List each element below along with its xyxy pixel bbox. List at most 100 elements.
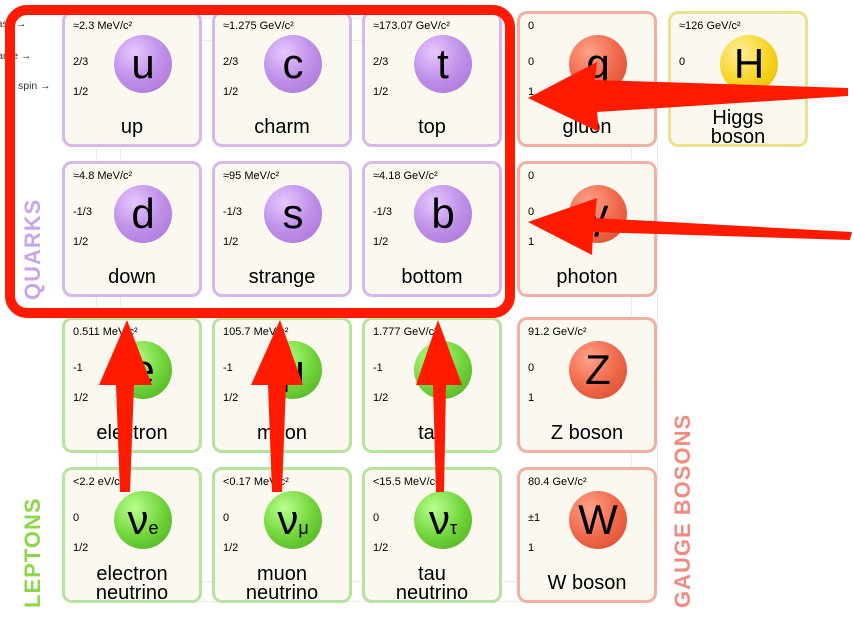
particle-card-bottom: ≈4.18 GeV/c² -1/3 1/2 b bottom [362,161,502,297]
particle-card-top: ≈173.07 GeV/c² 2/3 1/2 t top [362,11,502,147]
mass-value: 0 [528,170,535,182]
charge-value: 0 [223,512,230,524]
spin-row-label: spin → [18,80,51,92]
particle-name-line-1: muon [256,563,308,585]
particle-name-line-2: neutrino [245,582,319,604]
spin-value: 1/2 [373,392,389,404]
particle-name: charm [254,116,310,138]
charge-value: 0 [528,362,535,374]
particle-name: down [108,266,156,288]
spin-value: 1 [528,236,535,248]
spin-value: 1/2 [373,236,389,248]
particle-symbol: u [114,35,172,93]
arrow-up-right [416,320,462,492]
charge-value: -1 [373,362,383,374]
symbol-main: ν [277,496,299,543]
particle-name-line-2: neutrino [95,582,169,604]
mass-value: ≈2.3 MeV/c² [73,20,133,32]
particle-symbol: c [264,35,322,93]
charge-value: 2/3 [223,56,239,68]
charge-value: 2/3 [73,56,89,68]
spin-value: 1/2 [373,86,389,98]
spin-value: 1/2 [223,542,239,554]
particle-name: bottom [401,266,463,288]
particle-card-strange: ≈95 MeV/c² -1/3 1/2 s strange [212,161,352,297]
mass-value: <15.5 MeV/c² [373,476,439,488]
spin-value: 1/2 [223,236,239,248]
mass-value: ≈1.275 GeV/c² [223,20,294,32]
spin-value: 1/2 [73,236,89,248]
particle-symbol: t [414,35,472,93]
mass-value: 105.7 MeV/c² [223,326,289,338]
charge-value: 0 [528,56,535,68]
particle-symbol: H [720,35,778,93]
charge-value: 0 [73,512,80,524]
mass-value: 0 [528,20,535,32]
charge-value: 0 [679,56,686,68]
particle-name-line-2: boson [710,126,766,148]
quarks-highlight-box [5,5,515,318]
particle-name: top [418,116,446,138]
particle-card-z-boson: 91.2 GeV/c² 0 1 Z Z boson [517,317,657,453]
particle-card-down: ≈4.8 MeV/c² -1/3 1/2 d down [62,161,202,297]
particle-symbol: Z [569,341,627,399]
particle-symbol: b [414,185,472,243]
charge-value: 0 [528,206,535,218]
particle-card-w-boson: 80.4 GeV/c² ±1 1 W W boson [517,467,657,603]
mass-value: ≈173.07 GeV/c² [373,20,450,32]
particle-symbol: W [569,491,627,549]
particle-name: strange [248,266,316,288]
particle-name: Z boson [550,422,624,444]
particle-name: gluon [562,116,612,138]
mass-value: 91.2 GeV/c² [528,326,587,338]
charge-value: ±1 [528,512,541,524]
particle-name-line-2: neutrino [395,582,469,604]
charge-value: -1/3 [223,206,242,218]
particle-name-line-1: Higgs [712,107,764,129]
particle-card-up: ≈2.3 MeV/c² 2/3 1/2 u up [62,11,202,147]
mass-value: ≈4.8 MeV/c² [73,170,133,182]
particle-card-higgs: ≈126 GeV/c² 0 0 H Higgs boson [668,11,808,147]
mass-value: 1.777 GeV/c² [373,326,438,338]
arrow-right-middle [528,198,852,255]
arrow-up-left [99,320,152,492]
spin-value: 1 [528,86,535,98]
particle-card-charm: ≈1.275 GeV/c² 2/3 1/2 c charm [212,11,352,147]
particle-symbol: d [114,185,172,243]
particle-name: W boson [547,572,627,594]
particle-name: photon [556,266,618,288]
charge-value: 2/3 [373,56,389,68]
charge-value: -1 [73,362,83,374]
symbol-main: ν [428,496,450,543]
spin-value: 1/2 [373,542,389,554]
spin-value: 1 [528,392,535,404]
mass-value: ≈4.18 GeV/c² [373,170,438,182]
symbol-subscript: e [148,518,159,538]
spin-value: 1/2 [73,86,89,98]
charge-value: -1 [223,362,233,374]
mass-value: <2.2 eV/c² [73,476,124,488]
arrow-up-center [251,320,303,492]
mass-value: ≈95 MeV/c² [223,170,280,182]
arrow-right-top [528,62,848,132]
mass-value: ≈126 GeV/c² [679,20,741,32]
spin-value: 1/2 [223,86,239,98]
charge-value: -1/3 [73,206,92,218]
spin-value: 1/2 [73,542,89,554]
spin-value: 1/2 [223,392,239,404]
particle-name: up [120,116,144,138]
mass-value: 80.4 GeV/c² [528,476,587,488]
charge-value: 0 [373,512,380,524]
symbol-subscript: μ [298,518,309,538]
spin-value: 1 [528,542,535,554]
symbol-main: ν [127,496,149,543]
particle-name-line-1: tau [418,563,446,585]
charge-value: -1/3 [373,206,392,218]
